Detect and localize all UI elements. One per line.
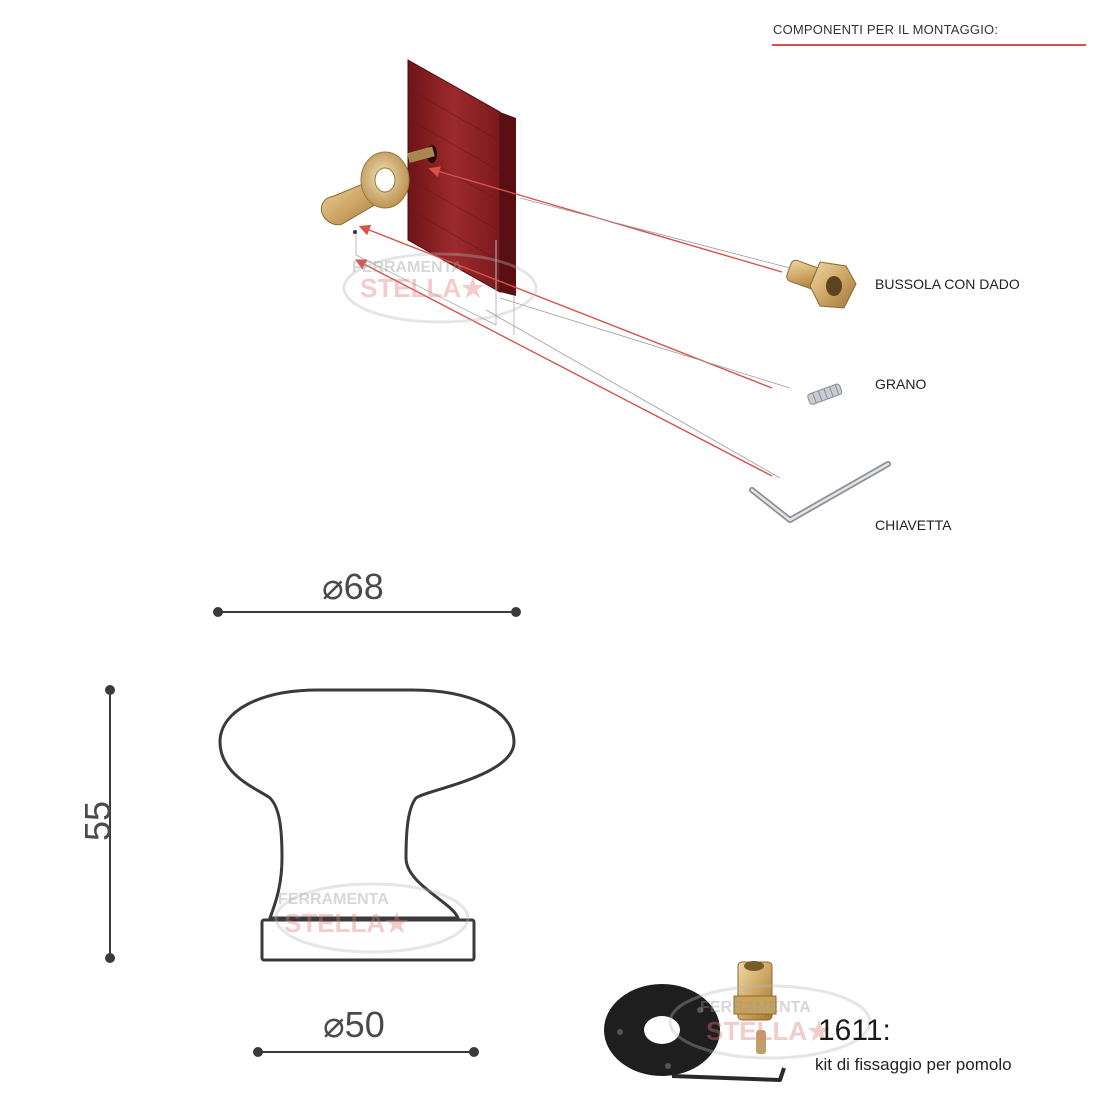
fixing-kit-image (604, 961, 786, 1082)
kit-code: 1611: (818, 1014, 891, 1047)
brass-handle (320, 146, 435, 234)
title-underline (772, 44, 1086, 46)
set-screw-icon (807, 383, 843, 405)
dimension-base-diameter: ⌀50 (323, 1004, 385, 1045)
component-label-grano: GRANO (875, 376, 927, 392)
svg-text:STELLA★: STELLA★ (360, 273, 485, 303)
dimension-top-diameter: ⌀68 (322, 566, 384, 607)
watermark-logo (274, 252, 872, 1060)
allen-key-icon (749, 461, 891, 523)
component-label-chiavetta: CHIAVETTA (875, 517, 952, 533)
construction-lines (355, 230, 515, 335)
component-label-bussola: BUSSOLA CON DADO (875, 276, 1020, 292)
kit-description: kit di fissaggio per pomolo (815, 1055, 1012, 1074)
svg-text:FERRAMENTA: FERRAMENTA (352, 259, 463, 276)
svg-text:STELLA★: STELLA★ (284, 908, 409, 938)
knob-outline (218, 688, 516, 962)
dimension-height: 55 (77, 800, 118, 842)
watermark-text: FERRAMENTA STELLA★ FERRAMENTA STELLA★ FE… (278, 259, 831, 1046)
bushing-nut-icon (786, 259, 857, 309)
svg-text:STELLA★: STELLA★ (706, 1016, 831, 1046)
section-title: COMPONENTI PER IL MONTAGGIO: (773, 22, 999, 37)
svg-text:FERRAMENTA: FERRAMENTA (700, 999, 811, 1016)
dimension-lines (105, 607, 521, 1057)
svg-text:FERRAMENTA: FERRAMENTA (278, 891, 389, 908)
